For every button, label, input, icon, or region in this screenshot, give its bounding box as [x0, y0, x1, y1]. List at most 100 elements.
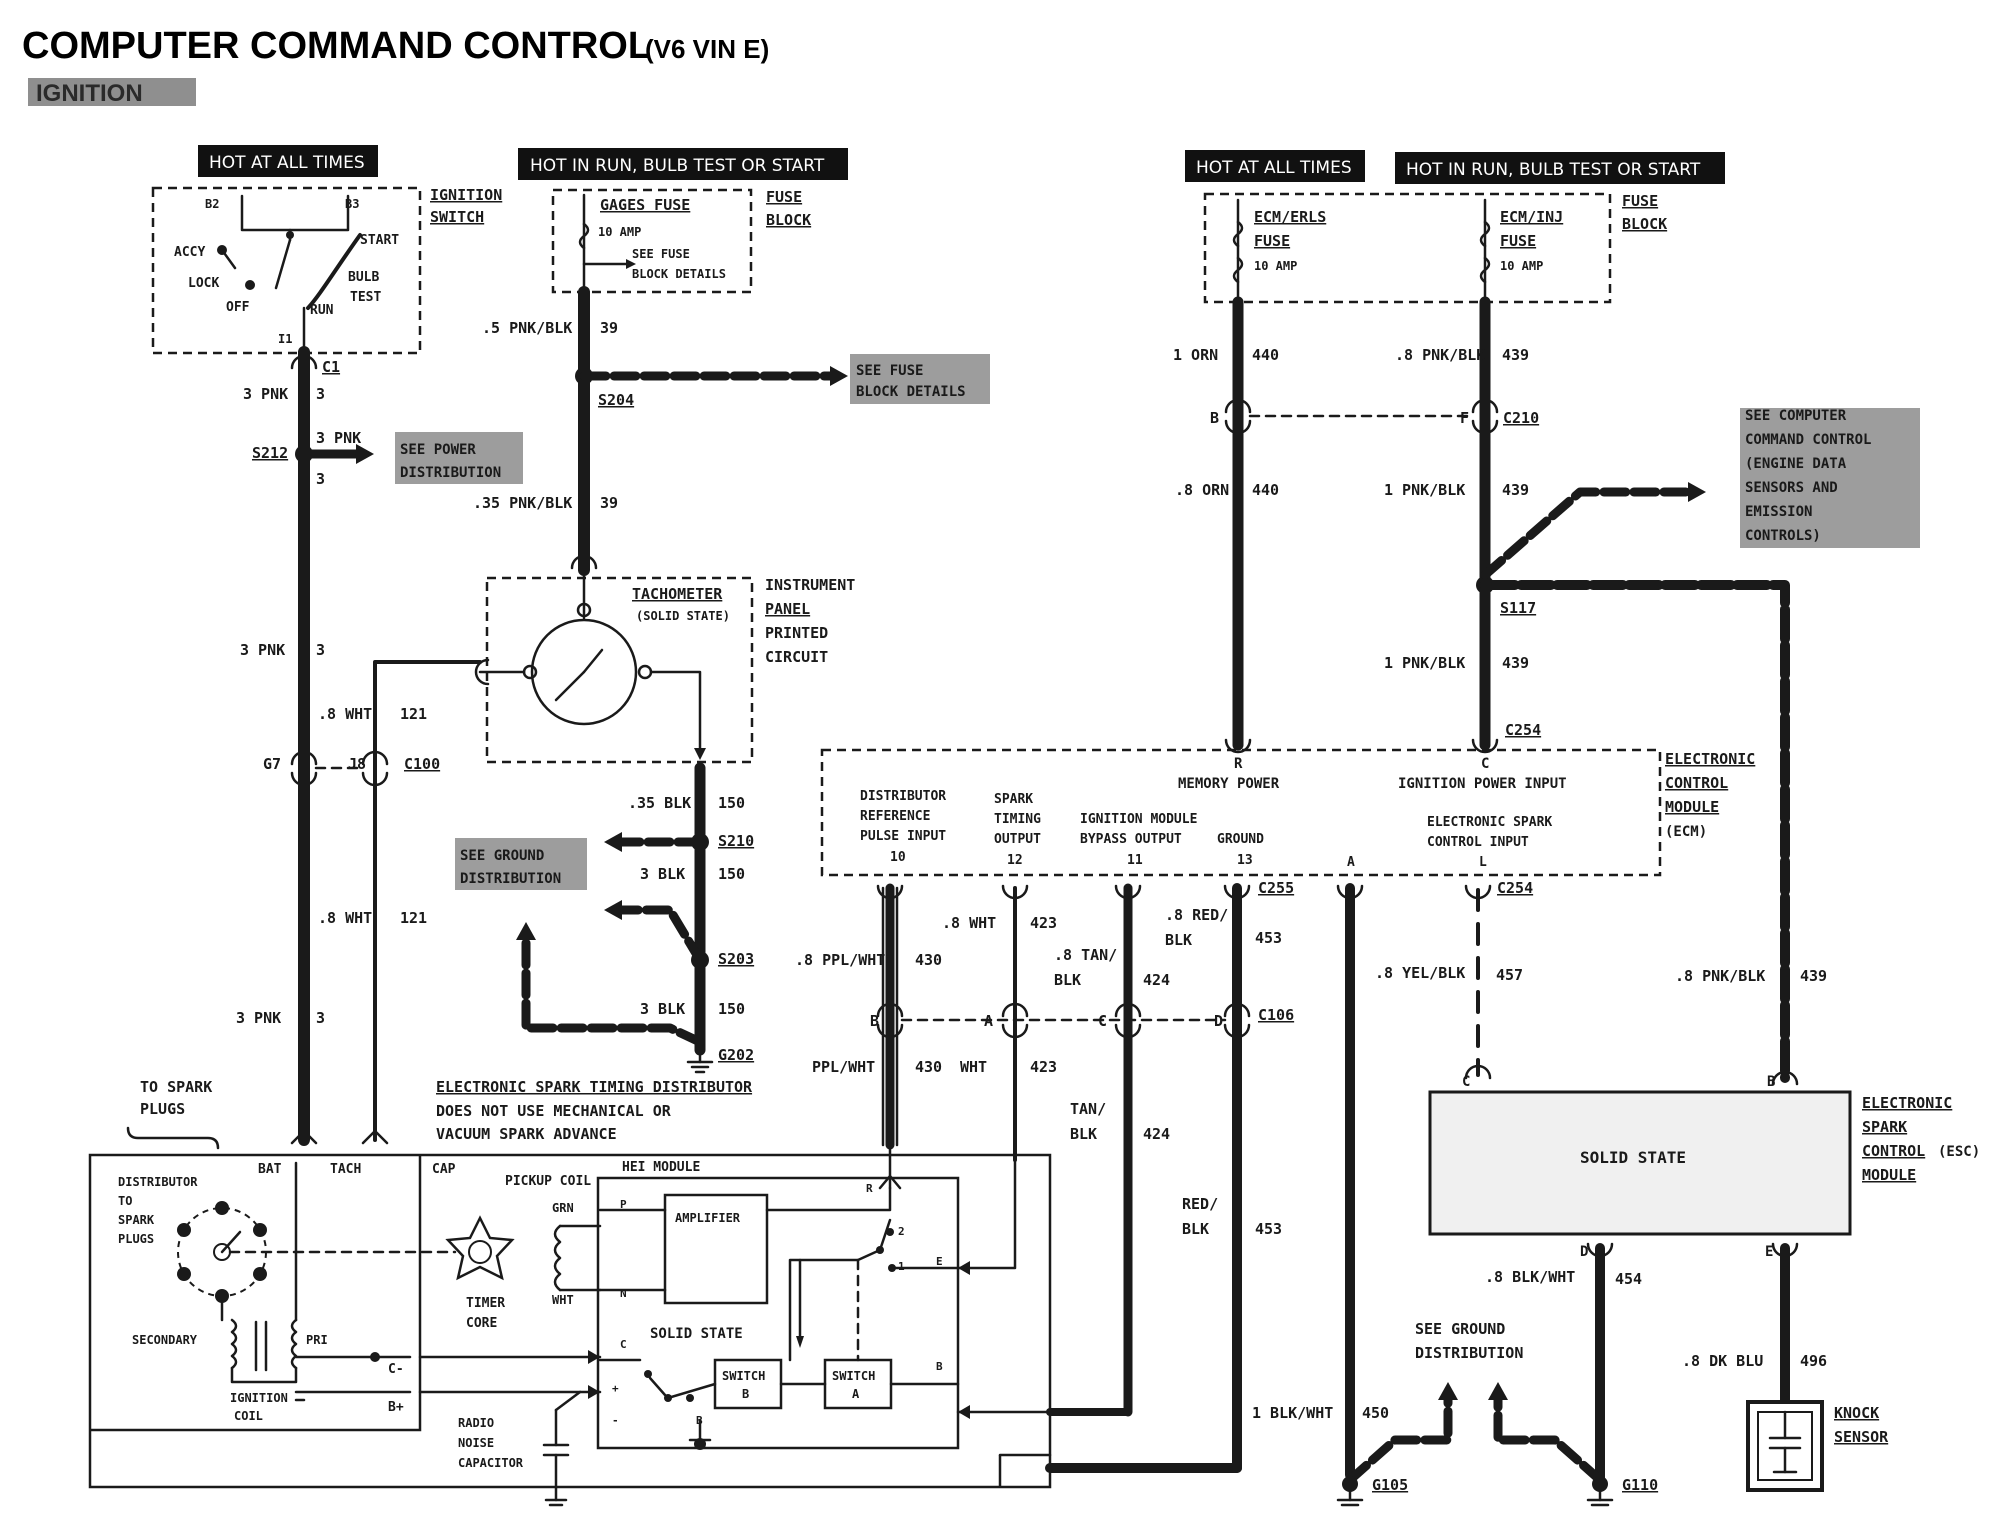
svg-text:AMPLIFIER: AMPLIFIER [675, 1211, 741, 1225]
wire-423-wht [1001, 884, 1029, 1162]
svg-text:I1: I1 [278, 332, 292, 346]
svg-text:150: 150 [718, 1000, 745, 1018]
svg-text:L: L [1479, 855, 1487, 870]
svg-text:S204: S204 [598, 391, 634, 409]
svg-text:E: E [936, 1255, 943, 1268]
svg-text:-: - [612, 1414, 619, 1427]
svg-text:A: A [984, 1012, 993, 1030]
svg-text:439: 439 [1502, 654, 1529, 672]
ref-power-distribution [395, 432, 523, 484]
svg-text:FUSE: FUSE [1254, 232, 1290, 250]
svg-text:430: 430 [915, 951, 942, 969]
svg-text:TO: TO [118, 1194, 132, 1208]
wire-450-blk-wht [1336, 883, 1364, 1480]
svg-text:C254: C254 [1497, 879, 1533, 897]
svg-text:B: B [742, 1387, 749, 1401]
svg-text:423: 423 [1030, 1058, 1057, 1076]
svg-text:DISTRIBUTOR: DISTRIBUTOR [860, 789, 946, 804]
svg-text:C106: C106 [1258, 1006, 1294, 1024]
svg-text:MODULE: MODULE [1665, 798, 1719, 816]
tachometer: TACHOMETER (SOLID STATE) INSTRUMENT PANE… [474, 576, 855, 764]
svg-text:SWITCH: SWITCH [722, 1369, 765, 1383]
svg-text:PLUGS: PLUGS [118, 1232, 154, 1246]
wire-121-wht [314, 660, 482, 1142]
svg-text:EMISSION: EMISSION [1745, 504, 1812, 520]
distributor-ecm-connections [878, 1143, 1242, 1473]
svg-text:DISTRIBUTOR: DISTRIBUTOR [118, 1175, 198, 1189]
svg-text:S117: S117 [1500, 599, 1536, 617]
svg-text:(ECM): (ECM) [1665, 824, 1707, 840]
wire-454-blk-wht [1586, 1242, 1614, 1483]
svg-text:SEE COMPUTER: SEE COMPUTER [1745, 408, 1847, 424]
svg-text:START: START [360, 233, 399, 248]
svg-text:3 PNK: 3 PNK [236, 1009, 281, 1027]
svg-text:1 BLK/WHT: 1 BLK/WHT [1252, 1404, 1333, 1422]
svg-text:G7: G7 [263, 755, 281, 773]
svg-text:CAPACITOR: CAPACITOR [458, 1456, 524, 1470]
svg-text:ECM/ERLS: ECM/ERLS [1254, 208, 1326, 226]
svg-text:SWITCH: SWITCH [430, 208, 484, 226]
tachometer-label: TACHOMETER [632, 585, 723, 603]
svg-text:496: 496 [1800, 1352, 1827, 1370]
svg-text:.8 YEL/BLK: .8 YEL/BLK [1375, 964, 1465, 982]
svg-text:B3: B3 [345, 197, 359, 211]
svg-text:BAT: BAT [258, 1162, 282, 1177]
svg-text:(SOLID STATE): (SOLID STATE) [636, 609, 730, 623]
svg-text:453: 453 [1255, 1220, 1282, 1238]
svg-text:F: F [1460, 409, 1469, 427]
svg-text:BLOCK DETAILS: BLOCK DETAILS [856, 384, 966, 400]
svg-text:13: 13 [1237, 853, 1253, 868]
distributor-assembly: TO SPARK PLUGS ELECTRONIC SPARK TIMING D… [88, 1078, 1052, 1507]
svg-text:10 AMP: 10 AMP [1254, 259, 1297, 273]
svg-text:11: 11 [1127, 853, 1143, 868]
svg-text:TIMER: TIMER [466, 1296, 505, 1311]
header-hot-run-right: HOT IN RUN, BULB TEST OR START [1406, 160, 1701, 180]
svg-text:R: R [866, 1182, 873, 1195]
svg-text:BLK: BLK [1054, 971, 1081, 989]
svg-text:PRINTED: PRINTED [765, 624, 828, 642]
svg-text:PANEL: PANEL [765, 600, 810, 618]
svg-text:3 PNK: 3 PNK [316, 429, 361, 447]
svg-text:WHT: WHT [552, 1293, 574, 1307]
svg-text:KNOCK: KNOCK [1834, 1404, 1879, 1422]
svg-text:A: A [1347, 855, 1355, 870]
subtitle-band [28, 78, 196, 106]
svg-text:SEE POWER: SEE POWER [400, 442, 476, 458]
svg-text:PRI: PRI [306, 1333, 328, 1347]
svg-text:3 BLK: 3 BLK [640, 865, 685, 883]
svg-text:SOLID STATE: SOLID STATE [1580, 1148, 1686, 1167]
svg-text:.8 WHT: .8 WHT [942, 914, 996, 932]
svg-text:C1: C1 [322, 358, 340, 376]
svg-text:150: 150 [718, 794, 745, 812]
svg-text:IGNITION: IGNITION [230, 1391, 288, 1405]
wire-150-blk [516, 762, 714, 1074]
svg-text:A: A [852, 1387, 860, 1401]
svg-text:453: 453 [1255, 929, 1282, 947]
ref-ground-distribution [455, 838, 587, 890]
header-hot-all-right: HOT AT ALL TIMES [1196, 158, 1352, 178]
svg-text:DISTRIBUTION: DISTRIBUTION [460, 871, 561, 887]
svg-text:SEE GROUND: SEE GROUND [460, 848, 544, 864]
svg-text:SENSORS AND: SENSORS AND [1745, 480, 1838, 496]
svg-text:3: 3 [316, 385, 325, 403]
svg-text:BLK: BLK [1070, 1125, 1097, 1143]
svg-text:10 AMP: 10 AMP [1500, 259, 1543, 273]
svg-text:B: B [936, 1360, 943, 1373]
svg-text:.8 BLK/WHT: .8 BLK/WHT [1485, 1268, 1575, 1286]
svg-text:S212: S212 [252, 444, 288, 462]
svg-text:3: 3 [316, 641, 325, 659]
svg-text:C254: C254 [1505, 721, 1541, 739]
svg-text:430: 430 [915, 1058, 942, 1076]
svg-text:FUSE: FUSE [766, 188, 802, 206]
svg-text:COIL: COIL [234, 1409, 263, 1423]
svg-text:3 BLK: 3 BLK [640, 1000, 685, 1018]
svg-text:TIMING: TIMING [994, 812, 1041, 827]
svg-text:PLUGS: PLUGS [140, 1100, 185, 1118]
svg-text:WHT: WHT [960, 1058, 987, 1076]
svg-text:(ENGINE DATA: (ENGINE DATA [1745, 456, 1847, 472]
svg-text:VACUUM SPARK ADVANCE: VACUUM SPARK ADVANCE [436, 1125, 617, 1143]
wire-496-dk-blu [1771, 1242, 1799, 1407]
svg-text:N: N [620, 1287, 627, 1300]
svg-text:G202: G202 [718, 1046, 754, 1064]
svg-text:39: 39 [600, 494, 618, 512]
